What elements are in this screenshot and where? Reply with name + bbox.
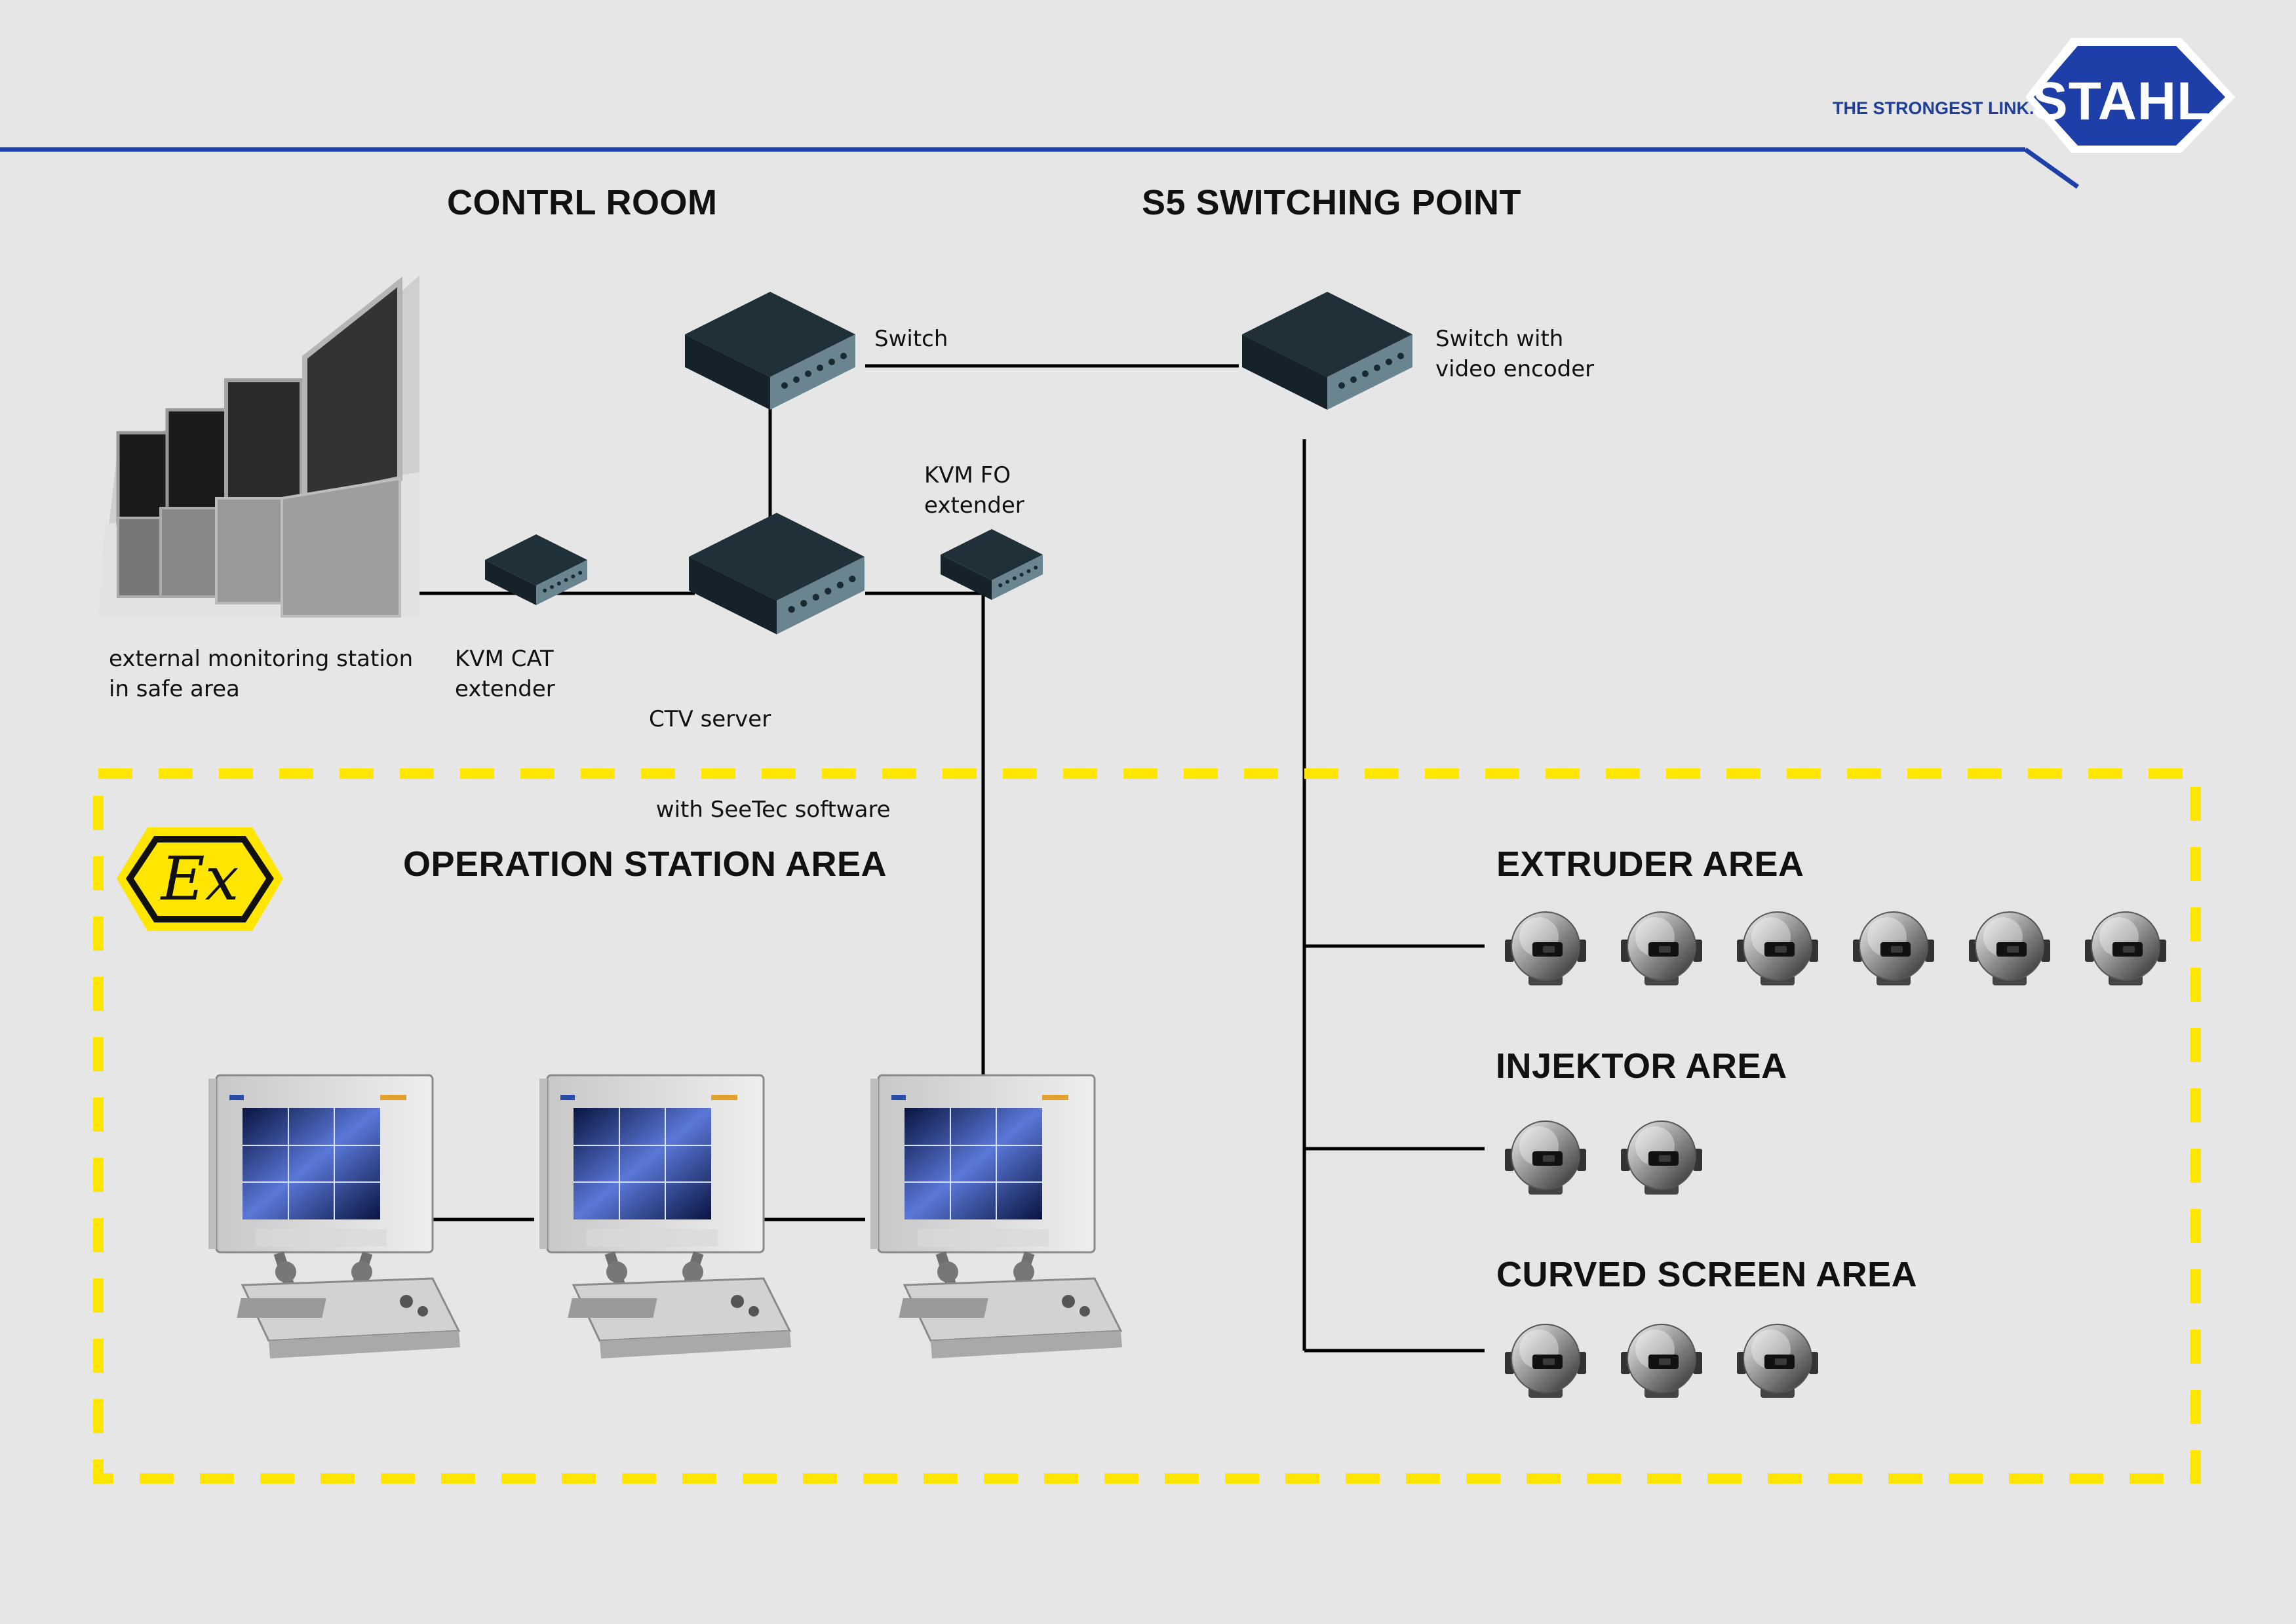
extruder-area-heading: EXTRUDER AREA bbox=[1496, 844, 1804, 884]
injektor-area-heading: INJEKTOR AREA bbox=[1496, 1046, 1787, 1086]
switch-video-encoder-label-line2: video encoder bbox=[1435, 356, 1595, 382]
camera bbox=[1620, 1120, 1703, 1195]
operation-station-heading: OPERATION STATION AREA bbox=[403, 844, 887, 884]
switch-label: Switch bbox=[874, 324, 948, 354]
switch-video-encoder-device bbox=[1242, 292, 1412, 410]
ex-hazard-symbol: Ex bbox=[117, 827, 283, 931]
control-room-monitors bbox=[98, 275, 419, 618]
operator-terminal bbox=[538, 1074, 792, 1360]
brand-tagline: THE STRONGEST LINK. bbox=[1833, 98, 2034, 118]
camera bbox=[1504, 1120, 1587, 1195]
switching-point-heading: S5 SWITCHING POINT bbox=[1142, 183, 1522, 222]
control-room-heading: CONTRL ROOM bbox=[447, 183, 718, 222]
camera bbox=[1852, 911, 1935, 986]
header-rule-tail bbox=[2023, 148, 2080, 189]
hazard-zone-border bbox=[93, 768, 2201, 1484]
monitoring-station-label-line1: external monitoring station bbox=[109, 646, 414, 672]
switch-video-encoder-label-line1: Switch with bbox=[1435, 326, 1564, 352]
camera bbox=[1504, 911, 1587, 986]
monitoring-station-label-line2: in safe area bbox=[109, 676, 240, 702]
operator-terminal bbox=[869, 1074, 1123, 1360]
kvm-fo-extender-label-line2: extender bbox=[924, 492, 1024, 519]
curved-screen-area-heading: CURVED SCREEN AREA bbox=[1496, 1255, 1918, 1294]
operator-terminal bbox=[207, 1074, 461, 1360]
curved-screen-cameras bbox=[1504, 1324, 1819, 1398]
camera bbox=[2084, 911, 2167, 986]
switch-video-encoder-label: Switch with video encoder bbox=[1435, 324, 1594, 384]
camera bbox=[1968, 911, 2051, 986]
camera bbox=[1504, 1324, 1587, 1398]
kvm-cat-extender-label-line2: extender bbox=[455, 676, 555, 702]
logo-badge bbox=[2034, 46, 2225, 146]
ctv-server-label-line1: CTV server bbox=[649, 706, 771, 732]
kvm-fo-extender-device bbox=[941, 529, 1043, 600]
kvm-fo-extender-label-line1: KVM FO bbox=[924, 462, 1011, 488]
kvm-cat-extender-label: KVM CAT extender bbox=[455, 644, 555, 704]
camera bbox=[1620, 1324, 1703, 1398]
switch-device bbox=[685, 292, 855, 410]
extruder-cameras bbox=[1504, 911, 2167, 986]
kvm-cat-extender-label-line1: KVM CAT bbox=[455, 646, 554, 672]
camera bbox=[1620, 911, 1703, 986]
switch-label-line1: Switch bbox=[874, 326, 948, 352]
ctv-server-device bbox=[689, 513, 865, 635]
ex-symbol-text: Ex bbox=[159, 844, 239, 914]
kvm-fo-extender-label: KVM FO extender bbox=[924, 460, 1024, 521]
ctv-server-label-line2: with SeeTec software bbox=[649, 797, 891, 823]
injektor-cameras bbox=[1504, 1120, 1703, 1195]
camera bbox=[1736, 911, 1819, 986]
monitoring-station-label: external monitoring station in safe area bbox=[109, 644, 413, 704]
camera bbox=[1736, 1324, 1819, 1398]
stahl-logo-text: STAHL bbox=[2032, 71, 2211, 131]
ctv-server-label: CTV server with SeeTec software bbox=[649, 644, 891, 855]
